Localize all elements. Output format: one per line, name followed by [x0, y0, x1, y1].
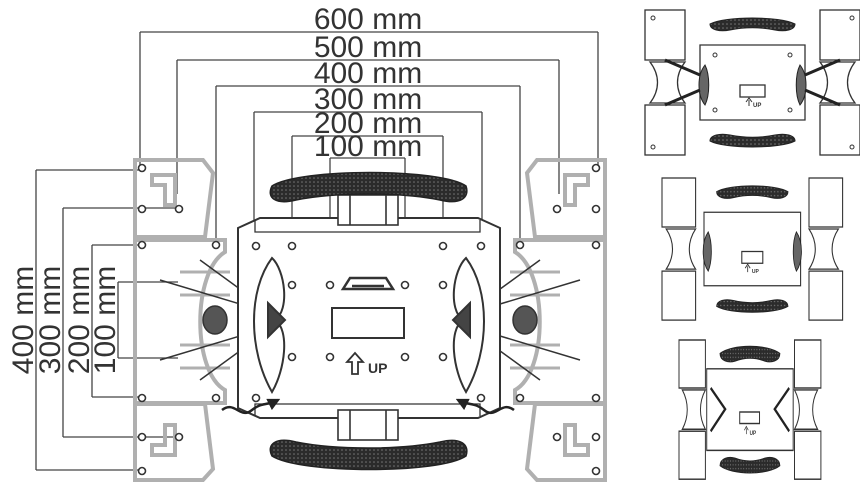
main-mount-drawing: 600 mm 500 mm 400 mm 300 mm 200 mm 100 m… [7, 3, 607, 482]
vdim-label-300: 300 mm [34, 266, 67, 374]
right-bracket-arm [510, 158, 607, 482]
plate-side-arms [253, 256, 485, 394]
dim-label-100: 100 mm [314, 130, 422, 163]
thumb-up-label-3: UP [750, 430, 757, 437]
right-curved-arrow [455, 398, 515, 415]
mount-holes [137, 163, 601, 476]
dim-label-400: 400 mm [314, 57, 422, 90]
bottom-foot [269, 439, 468, 471]
plate-handle [340, 276, 396, 291]
vdim-label-100: 100 mm [89, 266, 122, 374]
dim-label-200: 200 mm [314, 107, 422, 140]
vdim-label-200: 200 mm [63, 266, 96, 374]
up-label: UP [368, 360, 387, 376]
left-curved-arrow [221, 398, 281, 415]
center-column [337, 194, 399, 441]
dim-label-300: 300 mm [314, 83, 422, 116]
arm-mechanics [159, 259, 581, 381]
up-arrow-icon [344, 351, 366, 375]
thumbnail-folded: UP [678, 339, 822, 480]
up-marking: UP [344, 351, 387, 376]
plate-slot [331, 307, 405, 339]
thumb-up-label-2: UP [752, 269, 759, 275]
dim-label-600: 600 mm [314, 3, 422, 36]
left-bracket-arm [133, 158, 230, 482]
thumbnail-extended: UP [644, 9, 860, 156]
thumbnail-medium: UP [661, 177, 844, 321]
horizontal-dimension-labels: 600 mm 500 mm 400 mm 300 mm 200 mm 100 m… [314, 3, 422, 163]
vertical-dimension-labels: 400 mm 300 mm 200 mm 100 mm [7, 266, 122, 374]
dim-label-500: 500 mm [314, 31, 422, 64]
vdim-label-400: 400 mm [7, 266, 40, 374]
top-foot [269, 171, 468, 203]
thumb-up-label-1: UP [753, 103, 761, 109]
